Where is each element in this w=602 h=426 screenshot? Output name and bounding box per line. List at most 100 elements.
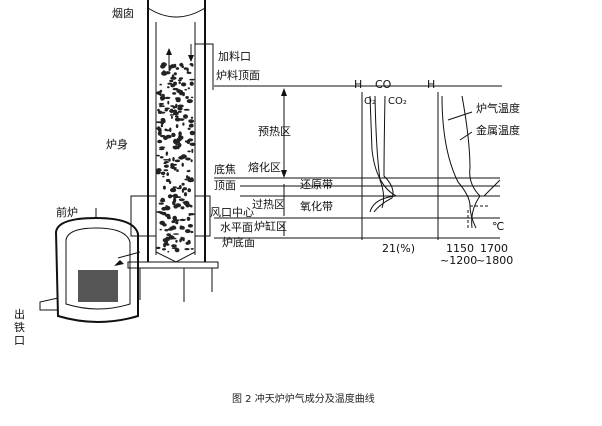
charge-piece [189,78,195,81]
charge-piece [186,67,189,73]
charge-piece [186,216,191,221]
charge-piece [180,82,187,87]
charge-piece [171,247,178,250]
preheat-arrowhead-bottom [281,170,287,178]
preheat-arrowhead-top [281,88,287,96]
charge-piece [190,96,194,99]
charge-piece [165,178,171,183]
charge-piece [187,224,193,228]
left-wind-box [130,195,157,237]
charge-piece [160,197,165,203]
charge-piece [168,181,172,184]
label-preheat-zone: 预热区 [258,125,291,138]
charge-piece [184,192,188,197]
charge-piece [156,211,163,213]
charge-piece [183,200,190,206]
charge-piece [158,148,165,151]
charge-piece [159,104,162,108]
charge-piece [165,71,171,75]
charge-piece [156,154,160,157]
label-tap-hole-3: 口 [14,334,25,347]
charge-piece [189,130,195,136]
charge-piece [158,202,164,205]
charge-piece [174,248,180,253]
charge-piece [171,74,175,79]
charge-piece [160,64,166,69]
dashed-temp-lines [467,205,490,228]
charge-piece [188,213,191,216]
label-charging-door: 加料口 [218,49,251,63]
charge-piece [177,79,182,82]
charge-piece [170,163,174,168]
charge-piece [159,95,166,101]
charge-piece [180,154,187,159]
charge-piece [166,233,171,237]
charge-piece [167,250,170,253]
charge-piece [179,227,183,230]
charge-piece [164,213,171,218]
charge-piece [157,139,163,144]
charge-piece [175,220,179,225]
gas-temp-curve [441,95,477,229]
gas-label-co: CO [375,78,392,91]
charge-piece [168,158,171,162]
charge-piece [182,92,185,97]
charge-piece [159,146,166,149]
charge-piece [188,204,192,207]
temp-t1: 1150 [446,242,474,255]
charge-piece [157,131,162,136]
charge-piece [164,161,169,164]
charge-piece [172,145,177,148]
molten-iron-pool [78,270,118,302]
right-wind-box [194,195,211,237]
charge-piece [170,187,177,193]
charge-piece [186,99,193,104]
level-lines [214,85,502,239]
chimney-top-curve [147,7,206,18]
temperature-chart [437,92,501,240]
charge-piece [160,105,165,107]
charge-piece [175,203,182,208]
charge-piece [172,186,177,189]
label-chimney: 烟囱 [112,6,134,20]
label-tap-hole-2: 铁 [14,321,25,334]
charge-piece [166,172,169,177]
gas-label-o2: O₂ [364,96,376,107]
charge-piece [181,182,185,186]
cupola-shaft [127,0,219,302]
charge-piece [189,81,194,86]
charge-piece [165,153,168,156]
charge-piece [167,100,170,105]
charge-piece [177,106,183,111]
charge-piece [163,242,167,248]
charge-piece [173,111,179,116]
charge-piece [163,169,169,172]
charge-piece [183,114,188,119]
charge-piece [184,248,190,251]
label-oxidation-zone: 氧化带 [300,199,333,213]
charge-piece [175,67,180,70]
charge-piece [188,124,194,128]
charge-piece [165,134,172,139]
charge-piece [187,138,194,142]
charge-piece [179,218,186,222]
charge-piece [159,228,162,231]
charge-piece [189,178,194,183]
charge-piece [155,170,161,175]
co-curve [374,95,385,209]
charge-piece [173,63,177,68]
charge-piece [162,223,167,227]
o2-curve [369,95,398,213]
charge-piece [167,86,170,89]
charge-piece [187,150,191,153]
charging-door-frame [195,43,214,90]
charge-piece [178,185,182,190]
metal-temp-leader [459,131,473,141]
charge-piece [173,81,177,86]
label-superheat-zone: 过热区 [252,198,285,211]
transfer-spout [117,251,141,259]
charge-piece [175,239,178,243]
charge-piece [160,117,166,122]
charge-piece [172,233,180,235]
charge-piece [171,237,177,240]
